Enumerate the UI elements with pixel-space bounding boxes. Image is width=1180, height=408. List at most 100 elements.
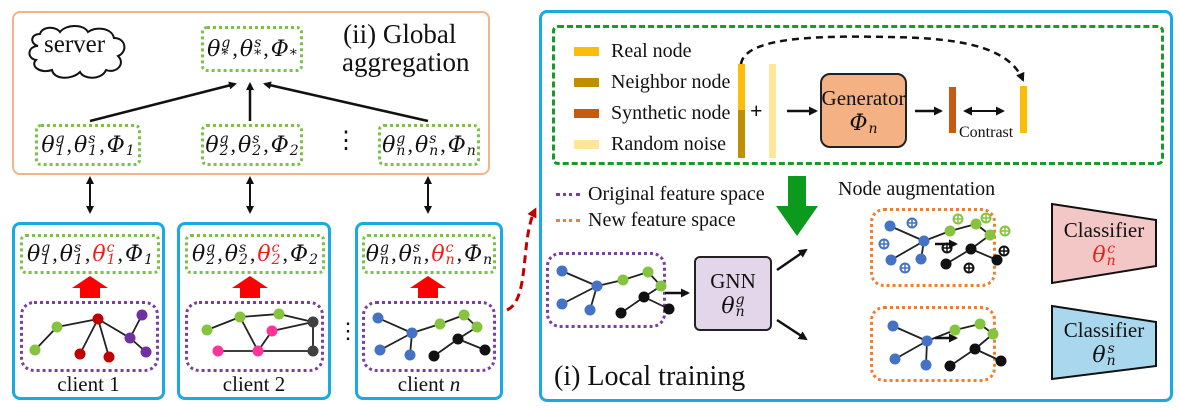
client-graphs (29, 308, 491, 363)
graph-node (974, 318, 986, 330)
graph-node (307, 316, 319, 328)
legend-item-real-node: Real node (574, 36, 730, 67)
graph-node (103, 351, 115, 363)
graph-node (887, 320, 899, 332)
graph-node (452, 333, 464, 345)
graph-node (471, 321, 483, 333)
graph-edge (79, 318, 99, 355)
graph-node (556, 298, 568, 310)
client-label-1: client 1 (57, 372, 120, 396)
neighbor-node-bar (738, 110, 745, 158)
node-augmentation-arrow-icon (776, 176, 818, 236)
graph-node (918, 235, 930, 247)
graph-node (273, 308, 285, 320)
graph-node (212, 345, 224, 357)
real-to-contrast-dashed-link (739, 35, 1025, 82)
legend-item-synthetic-node: Synthetic node (574, 98, 730, 129)
client-box-n[interactable] (355, 222, 503, 400)
graph-node (140, 346, 152, 358)
arrow-gnn-to-new-feature (776, 318, 808, 341)
classifier-c-shape[interactable] (1051, 202, 1157, 285)
graph-edge (97, 318, 110, 358)
graph-node (638, 291, 650, 303)
client-n-graph (372, 309, 491, 362)
graph-node (889, 353, 901, 365)
classifier-s-shape[interactable] (1051, 304, 1157, 381)
client-label-2: client 2 (222, 372, 286, 396)
synthetic-node (952, 213, 964, 225)
feature-space-legend: Original feature space New feature space (556, 181, 765, 233)
red-up-arrow-icon-2 (232, 276, 268, 298)
classifier-c-title: Classifier (1063, 218, 1145, 242)
legend-swatch-random-noise (574, 140, 599, 149)
generator-legend: Real node Neighbor node Synthetic node R… (574, 36, 730, 160)
graph-node (655, 280, 667, 292)
graph-node (252, 345, 264, 357)
synthetic-node-bar (949, 87, 956, 133)
graph-node (51, 321, 63, 333)
graph-node (591, 280, 603, 292)
graph-edge (561, 270, 598, 287)
graph-edge (271, 321, 314, 332)
local-original-graph (556, 265, 675, 319)
graph-edge (892, 325, 928, 342)
graph-node (663, 303, 675, 315)
graph-node (995, 355, 1007, 367)
graph-node (74, 348, 86, 360)
server-cloud-icon (28, 25, 126, 79)
graph-node (428, 350, 440, 362)
graph-edge (377, 317, 413, 334)
graph-node (458, 309, 470, 321)
new-feature-graph (887, 318, 1007, 372)
legend-dotted-original (556, 192, 580, 196)
graph-node (944, 225, 956, 237)
legend-dotted-new (556, 218, 580, 222)
red-up-arrow-icon-n (410, 276, 446, 298)
client-graph-frame-2 (185, 301, 324, 372)
global-param-phi: Φ * (270, 36, 297, 63)
legend-item-neighbor-node: Neighbor node (574, 67, 730, 98)
plus-sign: + (750, 98, 763, 123)
graph-node (984, 229, 996, 241)
gnn-title: GNN (710, 268, 756, 293)
real-node-target-bar (1020, 86, 1027, 133)
graph-node (404, 349, 416, 361)
synthetic-node (999, 225, 1011, 237)
client-graph-frame-n (362, 301, 496, 372)
node-augmentation-label: Node augmentation (838, 178, 996, 200)
legend-swatch-synthetic-node (574, 109, 599, 118)
graph-edge (894, 340, 928, 360)
generator-box[interactable]: Generator Φ n (820, 73, 907, 148)
synthetic-node (963, 262, 975, 274)
graph-node (307, 345, 319, 357)
aggregation-arrow-1 (89, 81, 237, 123)
server-panel (12, 11, 490, 175)
graph-node (372, 312, 384, 324)
client-box-2[interactable] (177, 222, 331, 400)
client-box-1[interactable] (12, 222, 165, 400)
global-aggregation-title-line2: aggregation (342, 47, 470, 77)
graph-node (987, 328, 999, 340)
synthetic-node (998, 245, 1010, 257)
random-noise-bar (769, 64, 776, 158)
client-1-graph (29, 309, 152, 363)
local-training-panel (539, 10, 1173, 402)
synthetic-node (906, 217, 918, 229)
graph-node (201, 324, 213, 336)
graph-edge (206, 316, 241, 331)
